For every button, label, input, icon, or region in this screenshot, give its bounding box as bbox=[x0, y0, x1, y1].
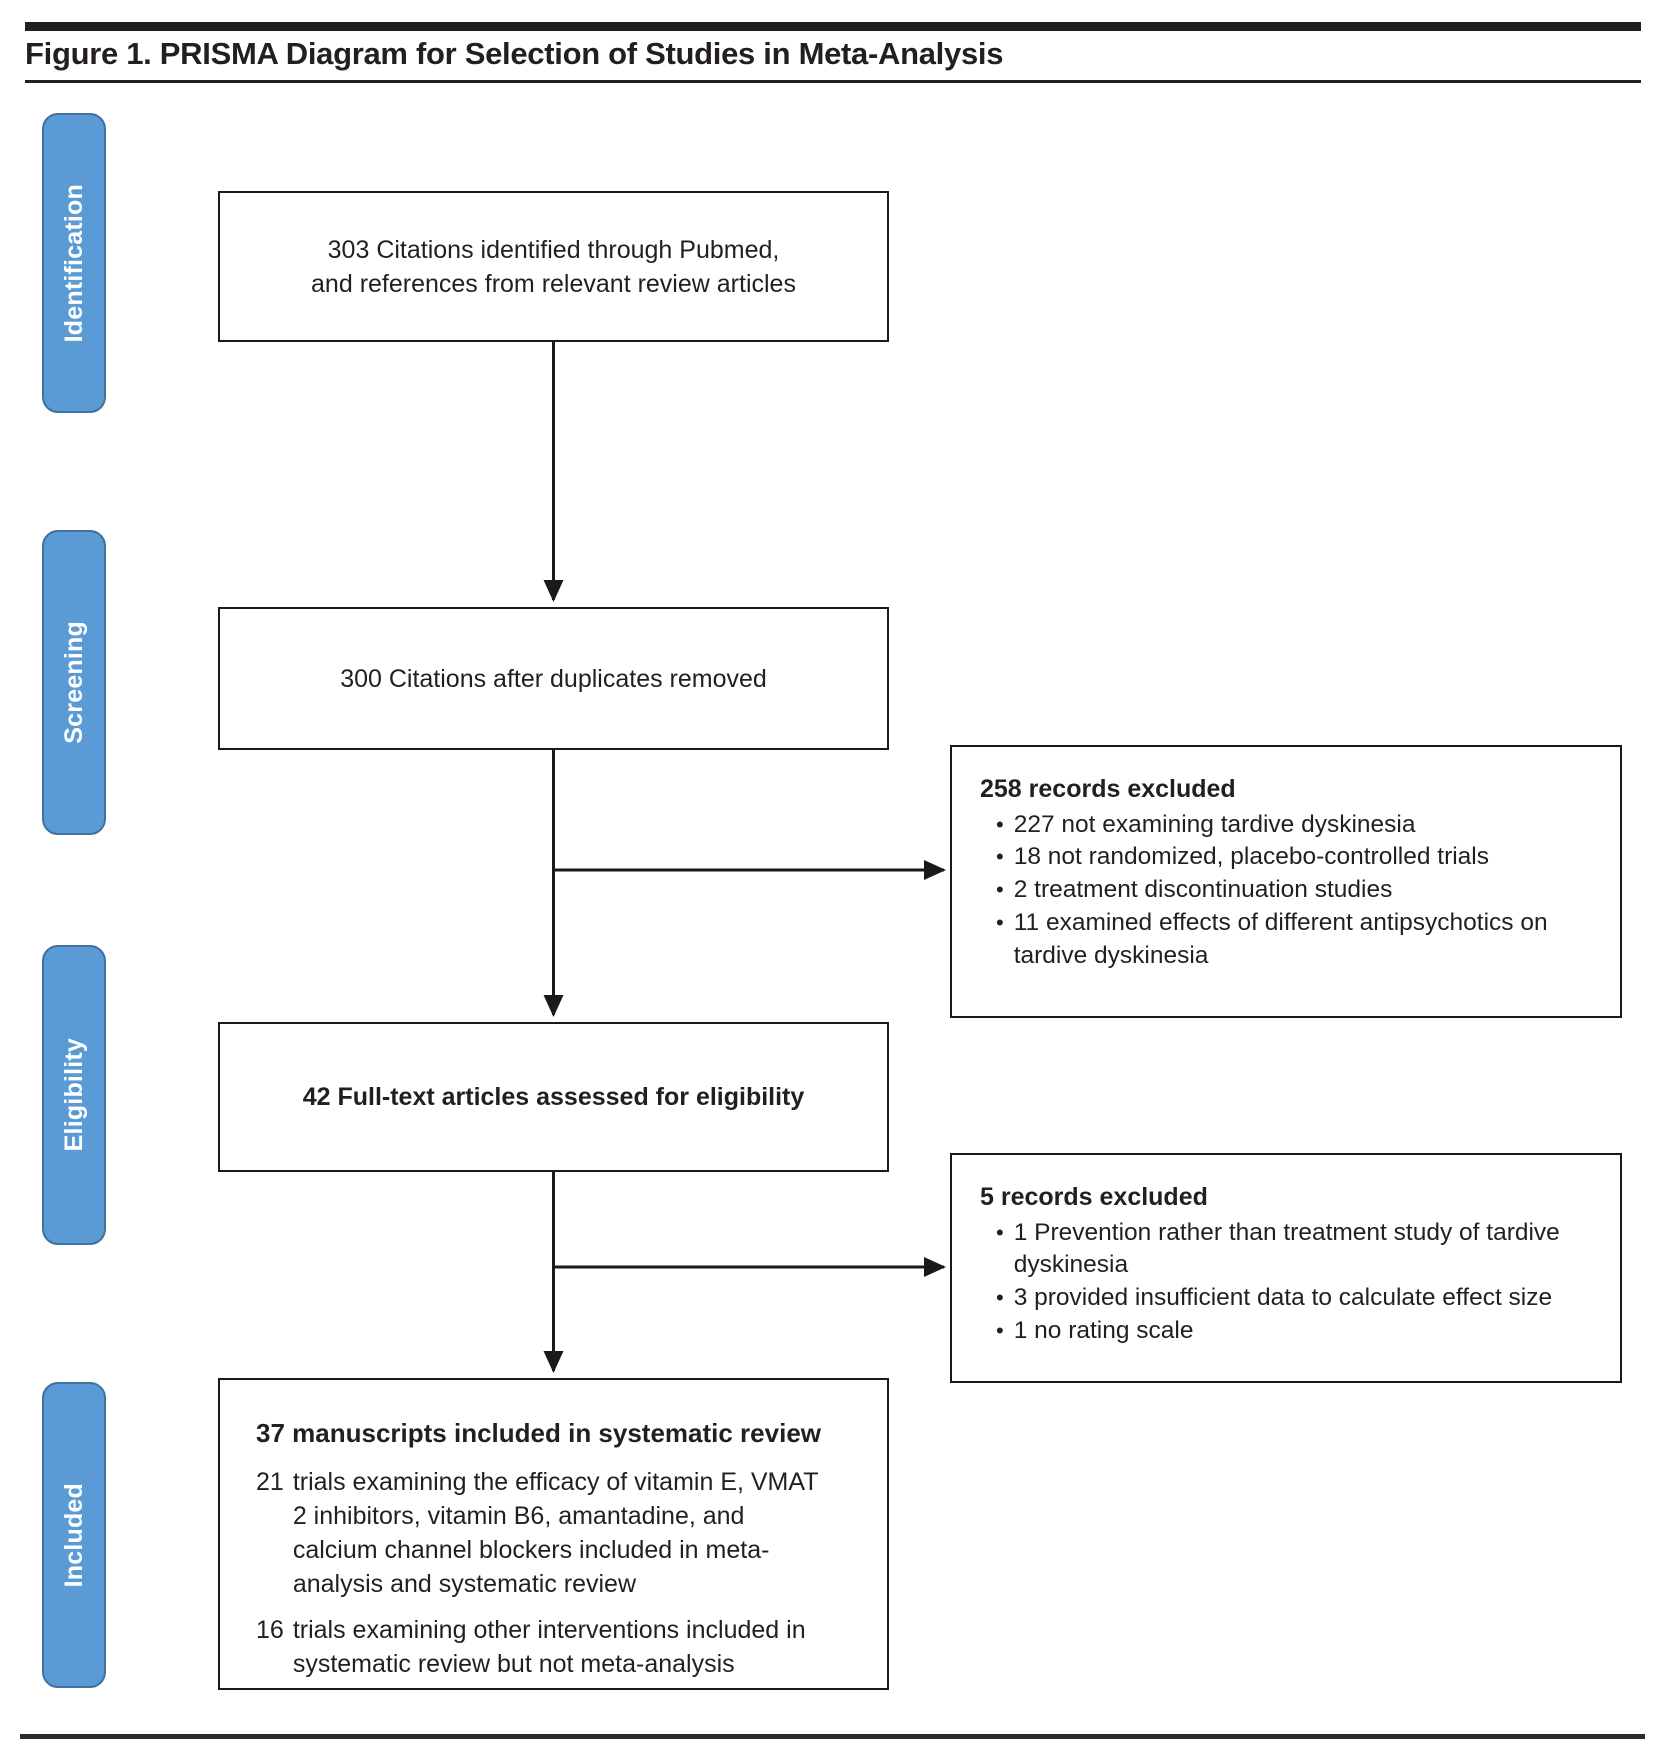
excluded-eligibility-bullet-text: 1 no rating scale bbox=[1013, 1316, 1194, 1344]
stage-included: Included bbox=[42, 1382, 106, 1688]
excluded-eligibility-bullet-text: 1 Prevention rather than treatment study… bbox=[1013, 1218, 1560, 1279]
box-citations-identified-line1: 303 Citations identified through Pubmed, bbox=[327, 235, 780, 264]
excluded-screening-bullet: 18 not randomized, placebo-controlled tr… bbox=[980, 841, 1602, 874]
excluded-screening-bullet-text: 18 not randomized, placebo-controlled tr… bbox=[1013, 843, 1490, 871]
box-citations-identified: 303 Citations identified through Pubmed,… bbox=[218, 191, 889, 342]
stage-identification: Identification bbox=[42, 113, 106, 413]
excluded-screening-bullet: 11 examined effects of different antipsy… bbox=[980, 907, 1602, 973]
excluded-eligibility-bullet: 1 no rating scale bbox=[980, 1315, 1602, 1348]
excluded-screening-bullet: 2 treatment discontinuation studies bbox=[980, 874, 1602, 907]
excluded-eligibility-bullet: 1 Prevention rather than treatment study… bbox=[980, 1217, 1602, 1283]
included-item-text: trials examining other interventions inc… bbox=[292, 1616, 806, 1679]
records-excluded-eligibility-heading: 5 records excluded bbox=[980, 1183, 1208, 1211]
manuscripts-included-heading: 37 manuscripts included in systematic re… bbox=[256, 1418, 822, 1448]
title-underline bbox=[25, 80, 1641, 83]
stage-eligibility: Eligibility bbox=[42, 945, 106, 1245]
stage-screening-label: Screening bbox=[59, 621, 88, 744]
box-fulltext-assessed-text: 42 Full-text articles assessed for eligi… bbox=[302, 1083, 805, 1111]
included-item-count: 16 bbox=[256, 1616, 284, 1645]
excluded-eligibility-bullet: 3 provided insufficient data to calculat… bbox=[980, 1282, 1602, 1315]
excluded-screening-bullet-text: 227 not examining tardive dyskinesia bbox=[1013, 810, 1416, 838]
included-item: 21 trials examining the efficacy of vita… bbox=[256, 1465, 863, 1601]
box-fulltext-assessed: 42 Full-text articles assessed for eligi… bbox=[218, 1022, 889, 1172]
stage-screening: Screening bbox=[42, 530, 106, 835]
figure-title: Figure 1. PRISMA Diagram for Selection o… bbox=[25, 36, 1004, 71]
excluded-screening-bullet-text: 11 examined effects of different antipsy… bbox=[1013, 908, 1548, 969]
box-records-excluded-screening: 258 records excluded 227 not examining t… bbox=[950, 745, 1622, 1018]
bottom-divider-bar bbox=[20, 1734, 1645, 1739]
top-divider-bar bbox=[25, 22, 1641, 31]
stage-identification-label: Identification bbox=[59, 183, 88, 343]
included-item-text: trials examining the efficacy of vitamin… bbox=[292, 1468, 819, 1599]
records-excluded-screening-heading: 258 records excluded bbox=[980, 775, 1236, 803]
excluded-screening-bullet: 227 not examining tardive dyskinesia bbox=[980, 809, 1602, 842]
box-records-excluded-eligibility: 5 records excluded 1 Prevention rather t… bbox=[950, 1153, 1622, 1383]
box-citations-deduplicated-text: 300 Citations after duplicates removed bbox=[340, 664, 767, 693]
included-item-count: 21 bbox=[256, 1468, 284, 1497]
box-manuscripts-included: 37 manuscripts included in systematic re… bbox=[218, 1378, 889, 1690]
included-item: 16 trials examining other interventions … bbox=[256, 1613, 863, 1681]
stage-eligibility-label: Eligibility bbox=[59, 1038, 88, 1152]
stage-included-label: Included bbox=[59, 1482, 88, 1588]
box-citations-deduplicated: 300 Citations after duplicates removed bbox=[218, 607, 889, 750]
box-citations-identified-line2: and references from relevant review arti… bbox=[311, 269, 796, 298]
excluded-screening-bullet-text: 2 treatment discontinuation studies bbox=[1013, 876, 1393, 904]
excluded-eligibility-bullet-text: 3 provided insufficient data to calculat… bbox=[1013, 1284, 1553, 1312]
